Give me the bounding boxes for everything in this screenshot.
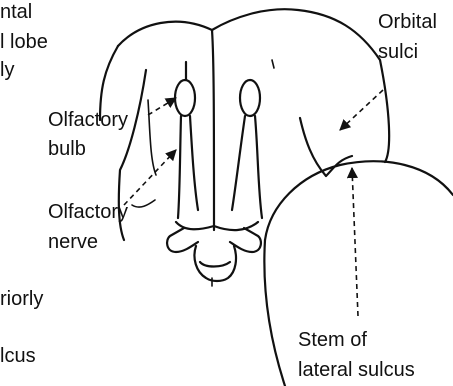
svg-text:Orbital: Orbital xyxy=(378,11,437,33)
svg-text:riorly: riorly xyxy=(0,288,43,310)
svg-text:lcus: lcus xyxy=(0,345,36,367)
temporal-lobe-outline xyxy=(265,161,453,240)
left-olfactory-bulb xyxy=(175,80,195,116)
svg-text:ly: ly xyxy=(0,59,14,81)
olfactory-bulb-arrow xyxy=(148,98,176,115)
svg-text:sulci: sulci xyxy=(378,41,418,63)
olfactory-nerve-arrow xyxy=(124,150,176,205)
label-left-partial: riorly lcus xyxy=(0,288,43,367)
right-olfactory-bulb xyxy=(240,80,260,116)
svg-text:nerve: nerve xyxy=(48,231,98,253)
optic-chiasm xyxy=(167,222,261,286)
label-stem-lateral-sulcus: Stem of lateral sulcus xyxy=(298,329,415,381)
svg-text:lateral sulcus: lateral sulcus xyxy=(298,359,415,381)
label-frontal-lobe: ntal l lobe ly xyxy=(0,1,48,81)
svg-text:l lobe: l lobe xyxy=(0,31,48,53)
temporal-lobe-outline-lower xyxy=(264,240,285,386)
label-olfactory-nerve: Olfactory nerve xyxy=(48,201,128,253)
orbital-sulci-arrow xyxy=(340,90,383,130)
svg-text:bulb: bulb xyxy=(48,138,86,160)
olfactory-structures xyxy=(175,60,274,218)
label-olfactory-bulb: Olfactory bulb xyxy=(48,109,128,160)
svg-text:Olfactory: Olfactory xyxy=(48,109,128,131)
stem-lateral-sulcus-arrow xyxy=(352,168,358,316)
svg-text:Olfactory: Olfactory xyxy=(48,201,128,223)
svg-text:Stem of: Stem of xyxy=(298,329,367,351)
label-orbital-sulci: Orbital sulci xyxy=(378,11,437,63)
svg-text:ntal: ntal xyxy=(0,1,32,23)
orbital-sulcus xyxy=(300,118,352,176)
